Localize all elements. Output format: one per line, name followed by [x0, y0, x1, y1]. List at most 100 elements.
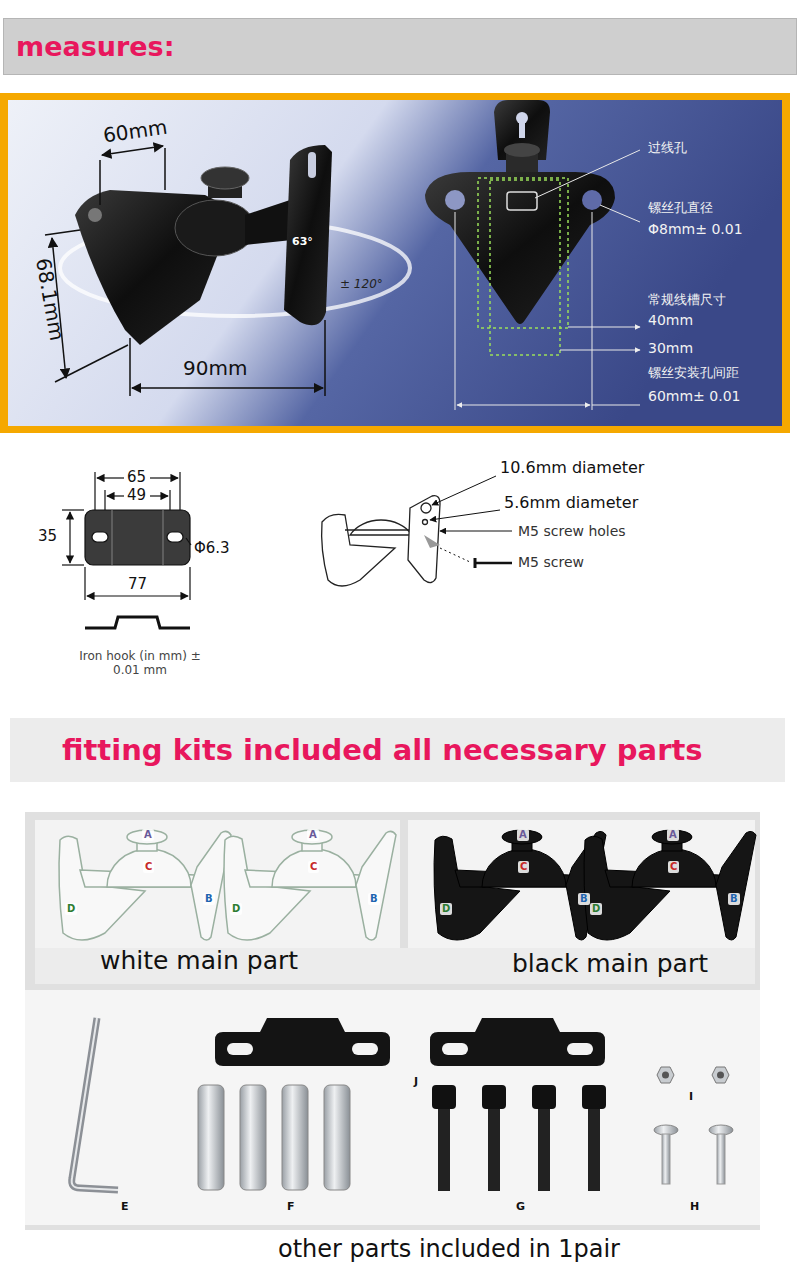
- iron-hook-drawing: [62, 472, 191, 628]
- dimension-label: 77: [128, 576, 147, 593]
- illustration-path: [245, 200, 292, 245]
- dimension-label: Φ6.3: [194, 540, 230, 557]
- illustration-path: [350, 520, 412, 535]
- dimension-label: 49: [127, 487, 146, 504]
- mount-front-view: [425, 100, 615, 355]
- leader-lines: [455, 150, 640, 410]
- illustration-path: [85, 617, 190, 628]
- annotation-label: M5 screw holes: [518, 523, 626, 539]
- illustration-line: [97, 477, 124, 478]
- drawing-caption: Iron hook (in mm) ± 0.01 mm: [70, 650, 210, 678]
- illustration-ellipse: [201, 167, 249, 189]
- illustration-line: [62, 564, 84, 565]
- dimension-label: 30mm: [648, 340, 693, 356]
- illustration-circle: [421, 503, 431, 513]
- dimension-label: 60mm± 0.01: [648, 388, 740, 404]
- photo-panel: [0, 93, 790, 433]
- illustration-line: [440, 531, 512, 532]
- illustration-polygon: [712, 1067, 729, 1083]
- illustration-line: [440, 548, 470, 562]
- annotation-label: M5 screw: [518, 554, 584, 570]
- band-heading: fitting kits included all necessary part…: [62, 733, 703, 767]
- part-letter: A: [667, 829, 679, 841]
- part-letter: F: [287, 1201, 295, 1214]
- illustration-use: [224, 830, 396, 940]
- illustration-path: [425, 172, 615, 324]
- leader-lines: [430, 476, 512, 568]
- illustration-rect: [662, 1134, 670, 1184]
- illustration-polygon: [657, 1067, 674, 1083]
- dimension-label: 40mm: [648, 312, 693, 328]
- illustration-rect: [519, 118, 525, 138]
- title-band: measures:: [3, 18, 797, 75]
- illustration-rect: [432, 1085, 456, 1109]
- illustration-rect: [167, 532, 183, 542]
- illustration-rect: [25, 812, 760, 1230]
- illustration-line: [129, 338, 131, 396]
- annotation-cn: 镙丝安装孔间距: [648, 366, 739, 381]
- part-letter: B: [728, 893, 740, 905]
- dimension-label: 60mm: [102, 116, 169, 148]
- illustration-rect: [582, 1085, 606, 1109]
- part-letter: B: [578, 893, 590, 905]
- part-caption: other parts included in 1pair: [278, 1236, 620, 1264]
- illustration-rect: [282, 1085, 308, 1190]
- annotation-cn: 常规线槽尺寸: [648, 293, 726, 308]
- illustration-use: [215, 1018, 390, 1066]
- illustration-line: [568, 327, 640, 328]
- part-letter: C: [308, 861, 319, 873]
- part-letter: B: [368, 893, 380, 905]
- illustration-circle: [662, 1072, 669, 1079]
- dimension-label: Φ8mm± 0.01: [648, 221, 743, 237]
- part-letter: D: [440, 903, 452, 915]
- illustration-circle: [717, 1072, 724, 1079]
- part-letter: C: [518, 861, 529, 873]
- illustration-line: [45, 230, 80, 235]
- part-letter: J: [414, 1076, 418, 1089]
- illustration-rect: [482, 1085, 506, 1109]
- part-letter: B: [203, 893, 215, 905]
- illustration-line: [107, 495, 124, 496]
- illustration-rect: [240, 1085, 266, 1190]
- illustration-rect: [532, 1085, 556, 1109]
- illustration-line: [69, 512, 70, 563]
- part-letter: G: [516, 1201, 525, 1214]
- illustration-line: [102, 146, 163, 155]
- part-letter: D: [590, 903, 602, 915]
- part-caption: white main part: [100, 947, 298, 976]
- parts-panel: [25, 812, 760, 1230]
- illustration-rect: [478, 178, 568, 328]
- illustration-line: [600, 205, 640, 222]
- annotation-cn: 过线孔: [648, 141, 687, 156]
- illustration-line: [430, 510, 500, 520]
- illustration-circle: [88, 208, 102, 222]
- angle-label: 63°: [292, 236, 313, 249]
- illustration-path: [72, 1018, 118, 1190]
- illustration-circle: [445, 190, 465, 210]
- illustration-line: [111, 510, 112, 565]
- main-parts: [59, 830, 756, 940]
- fitting-parts: [72, 1018, 733, 1191]
- part-letter: A: [517, 829, 529, 841]
- mount-perspective: [60, 145, 410, 345]
- illustration-line: [455, 212, 456, 410]
- illustration-rect: [507, 192, 537, 210]
- illustration-line: [164, 148, 166, 190]
- part-letter: C: [143, 861, 154, 873]
- part-letter: I: [689, 1091, 693, 1104]
- illustration-ellipse: [504, 143, 540, 157]
- annotation-cn: 镙丝孔直径: [648, 201, 713, 216]
- illustration-rect: [35, 820, 400, 948]
- illustration-use: [430, 1018, 605, 1066]
- illustration-path: [72, 1018, 118, 1190]
- dimension-lines: [45, 146, 325, 396]
- illustration-circle: [423, 520, 428, 525]
- illustration-rect: [35, 948, 755, 984]
- illustration-line: [535, 150, 640, 198]
- dimension-label: 65: [127, 469, 146, 486]
- annotation-label: 10.6mm diameter: [500, 459, 644, 477]
- illustration-line: [84, 567, 85, 600]
- illustration-line: [186, 538, 191, 545]
- illustration-line: [474, 558, 477, 568]
- illustration-rect: [588, 1109, 600, 1191]
